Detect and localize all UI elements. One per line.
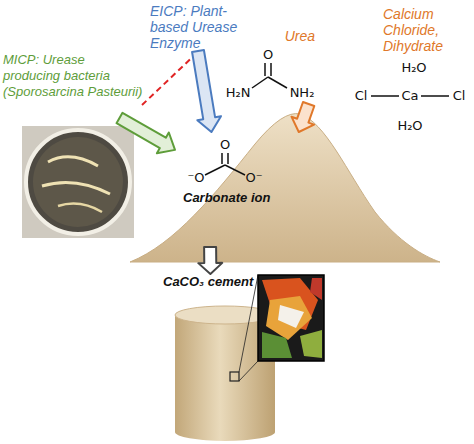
node-text: EICP: Plant-based Urease Enzyme (150, 3, 260, 51)
micrograph-region (262, 332, 292, 358)
bond-line (252, 77, 268, 88)
chemical-symbol: H₂O (397, 118, 422, 134)
micrograph-region (300, 330, 322, 358)
chemical-symbol: H₂N (226, 85, 251, 101)
cylinder-body (175, 315, 275, 441)
cement-cylinder (175, 275, 275, 441)
bond-line (270, 63, 272, 76)
photo-background (22, 126, 134, 238)
chemical-symbol: H₂O (401, 60, 426, 76)
chemical-symbol: NH₂ (290, 85, 315, 101)
carbonate-bonds (205, 153, 245, 175)
micrograph-background (258, 275, 324, 361)
cylinder-top (175, 306, 275, 324)
flow-arrow (291, 102, 314, 132)
pile-outline (130, 114, 440, 262)
micrograph-inset (258, 275, 324, 361)
micrograph-region (262, 278, 318, 330)
node-text: Urea (225, 28, 315, 44)
colony-streak (42, 182, 110, 194)
urea-bonds (252, 63, 287, 88)
bond-line (268, 77, 287, 88)
reagent-label: Calcium Chloride, Dihydrate (383, 6, 473, 56)
chemical-symbol: ⁻O (187, 170, 204, 186)
flow-arrow (117, 113, 175, 154)
node-text: MICP: Urease producing bacteria (Sporosa… (3, 52, 143, 100)
petri-dish-photo (22, 126, 134, 238)
bond-line (227, 153, 229, 164)
method-label: EICP: Plant-based Urease Enzyme (150, 3, 260, 51)
bond-line (221, 153, 223, 164)
colony-streak (48, 157, 98, 166)
product-label: CaCO₃ cement (163, 274, 258, 294)
divider-line (142, 50, 200, 105)
flow-arrow (198, 247, 222, 274)
chemical-symbol: O (263, 47, 273, 63)
bond-line (421, 95, 449, 97)
chemical-symbol: O⁻ (245, 170, 262, 186)
dish-rim (26, 130, 130, 234)
bond-line (225, 165, 245, 175)
bond-line (371, 95, 399, 97)
zoom-square (230, 372, 239, 381)
zoom-line (239, 361, 258, 381)
micrograph-region (266, 296, 312, 340)
bond-line (205, 165, 225, 175)
node-text: Carbonate ion (183, 190, 405, 206)
zoom-line (239, 275, 258, 372)
chemical-symbol: Ca (401, 88, 418, 104)
node-text: CaCO₃ cement (163, 274, 258, 290)
micrograph-region (310, 278, 322, 300)
node-text: Calcium Chloride, Dihydrate (383, 6, 473, 54)
flow-arrow (192, 50, 221, 132)
dish-agar (33, 137, 123, 227)
chemical-symbol: Cl (453, 88, 466, 104)
pile-shape (175, 132, 405, 247)
micrograph-border (258, 275, 324, 361)
calcium-chloride-bonds (371, 96, 449, 97)
reagent-label: Urea (225, 28, 325, 104)
bond-line (264, 63, 266, 76)
method-label: MICP: Urease producing bacteria (Sporosa… (3, 52, 143, 118)
powder-pile: Carbonate ion (175, 132, 405, 247)
micrograph-region (278, 305, 304, 328)
chemical-symbol: Cl (355, 88, 368, 104)
colony-streak (58, 204, 102, 212)
chemical-symbol: O (220, 137, 230, 153)
